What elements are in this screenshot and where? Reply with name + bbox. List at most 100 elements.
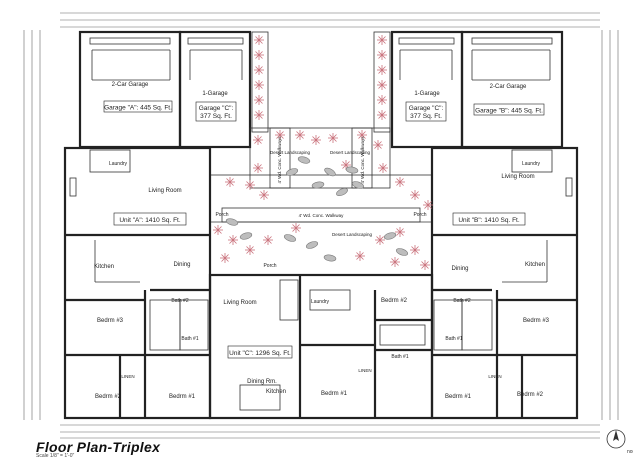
shrub-mark	[254, 35, 264, 45]
shrub-mark	[377, 35, 387, 45]
dining-c: Dining Rm.	[247, 379, 277, 385]
porch-c: Porch	[263, 263, 276, 269]
dining-b: Dining	[451, 266, 468, 272]
shrub-mark	[373, 140, 383, 150]
shrub-mark	[245, 245, 255, 255]
landscape-rocks	[225, 156, 409, 262]
garage-c-right	[390, 30, 464, 149]
shrub-mark	[377, 80, 387, 90]
bedrm2-b: Bedrm #2	[517, 392, 544, 398]
bedrm3-a: Bedrm #3	[97, 318, 124, 324]
shrub-mark	[213, 225, 223, 235]
bedrm1-b: Bedrm #1	[445, 394, 472, 400]
linen-c: LINEN	[358, 368, 371, 373]
unit-c-area: Unit "C": 1296 Sq. Ft.	[229, 350, 291, 357]
shrub-mark	[377, 65, 387, 75]
shrub-mark	[225, 177, 235, 187]
bedrm1-a: Bedrm #1	[169, 394, 196, 400]
kitchen-b: Kitchen	[525, 262, 545, 268]
living-room-c: Living Room	[223, 300, 256, 306]
rock-mark	[324, 167, 336, 177]
drawing-scale: Scale 1/8" = 1'-0"	[36, 453, 75, 459]
shrub-mark	[390, 257, 400, 267]
bath1-a: Bath #1	[181, 336, 198, 342]
bath1-b: Bath #1	[445, 336, 462, 342]
north-arrow-icon: north	[606, 429, 633, 454]
unit-b	[430, 146, 579, 420]
garage-c-right-area-1: Garage "C":	[409, 105, 444, 112]
bedrm2-a: Bedrm #2	[95, 394, 122, 400]
shrub-mark	[254, 50, 264, 60]
shrub-mark	[377, 50, 387, 60]
laundry-b: Laundry	[522, 161, 541, 167]
shrub-mark	[377, 110, 387, 120]
drawing-title: Floor Plan-Triplex	[36, 439, 161, 455]
shrub-mark	[220, 253, 230, 263]
bedrm3-b: Bedrm #3	[523, 318, 550, 324]
garage-a-title: 2-Car Garage	[112, 82, 149, 88]
bath2-a: Bath #2	[171, 298, 188, 304]
bath1-c: Bath #1	[391, 354, 408, 360]
shrub-mark	[311, 135, 321, 145]
dining-a: Dining	[173, 262, 190, 268]
shrub-mark	[254, 80, 264, 90]
bedrm2-c: Bedrm #2	[381, 298, 408, 304]
shrub-mark	[378, 163, 388, 173]
rock-mark	[283, 234, 297, 242]
shrub-mark	[410, 190, 420, 200]
shrub-mark	[259, 190, 269, 200]
shrub-mark	[254, 95, 264, 105]
shrub-mark	[375, 235, 385, 245]
walkway-3: 4' Wd. Conc. Walkway	[299, 213, 344, 218]
unit-a	[63, 146, 212, 420]
labels: 2-Car Garage Garage "A": 445 Sq. Ft. 1-G…	[94, 82, 550, 400]
laundry-a: Laundry	[109, 161, 128, 167]
shrub-mark	[245, 180, 255, 190]
shrub-mark	[275, 130, 285, 140]
shrub-mark	[254, 110, 264, 120]
rock-mark	[395, 248, 409, 256]
desert-landscaping-3: Desert Landscaping	[332, 232, 373, 237]
north-label: north	[627, 449, 633, 454]
laundry-c: Laundry	[311, 299, 330, 305]
desert-landscaping-1: Desert Landscaping	[270, 150, 311, 155]
shrub-mark	[263, 235, 273, 245]
shrub-mark	[355, 251, 365, 261]
shrub-mark	[395, 227, 405, 237]
shrub-mark	[328, 133, 338, 143]
walkway-1: 4' Wd. Conc. Walkways	[277, 136, 282, 184]
bedrm1-c: Bedrm #1	[321, 391, 348, 397]
shrub-mark	[228, 235, 238, 245]
linen-b: LINEN	[488, 374, 501, 379]
walkway-2: 4' Wd. Conc. Walkways	[360, 136, 365, 184]
shrub-mark	[357, 130, 367, 140]
garage-b-area: Garage "B": 445 Sq. Ft.	[475, 108, 543, 115]
dimension-lines	[23, 12, 619, 439]
rock-mark	[285, 168, 299, 176]
bath2-b: Bath #2	[453, 298, 470, 304]
rock-mark	[351, 181, 365, 189]
landscape-plants	[213, 35, 433, 270]
garage-c-left	[178, 30, 252, 149]
living-room-b: Living Room	[501, 174, 534, 180]
shrub-mark	[291, 223, 301, 233]
porch-b: Porch	[413, 212, 426, 218]
rock-mark	[311, 181, 325, 189]
unit-b-area: Unit "B": 1410 Sq. Ft.	[458, 217, 520, 224]
kitchen-a: Kitchen	[94, 264, 114, 270]
garage-c-left-area-2: 377 Sq. Ft.	[200, 113, 232, 120]
rock-mark	[225, 218, 239, 226]
shrub-mark	[253, 163, 263, 173]
rock-mark	[345, 166, 359, 174]
rock-mark	[297, 156, 311, 164]
linen-a: LINEN	[121, 374, 134, 379]
porch-a: Porch	[215, 212, 228, 218]
title-block: Floor Plan-Triplex Scale 1/8" = 1'-0"	[36, 439, 161, 459]
shrub-mark	[420, 260, 430, 270]
rock-mark	[336, 187, 348, 197]
shrub-mark	[423, 200, 433, 210]
living-room-a: Living Room	[148, 188, 181, 194]
shrub-mark	[395, 177, 405, 187]
shrub-mark	[254, 65, 264, 75]
